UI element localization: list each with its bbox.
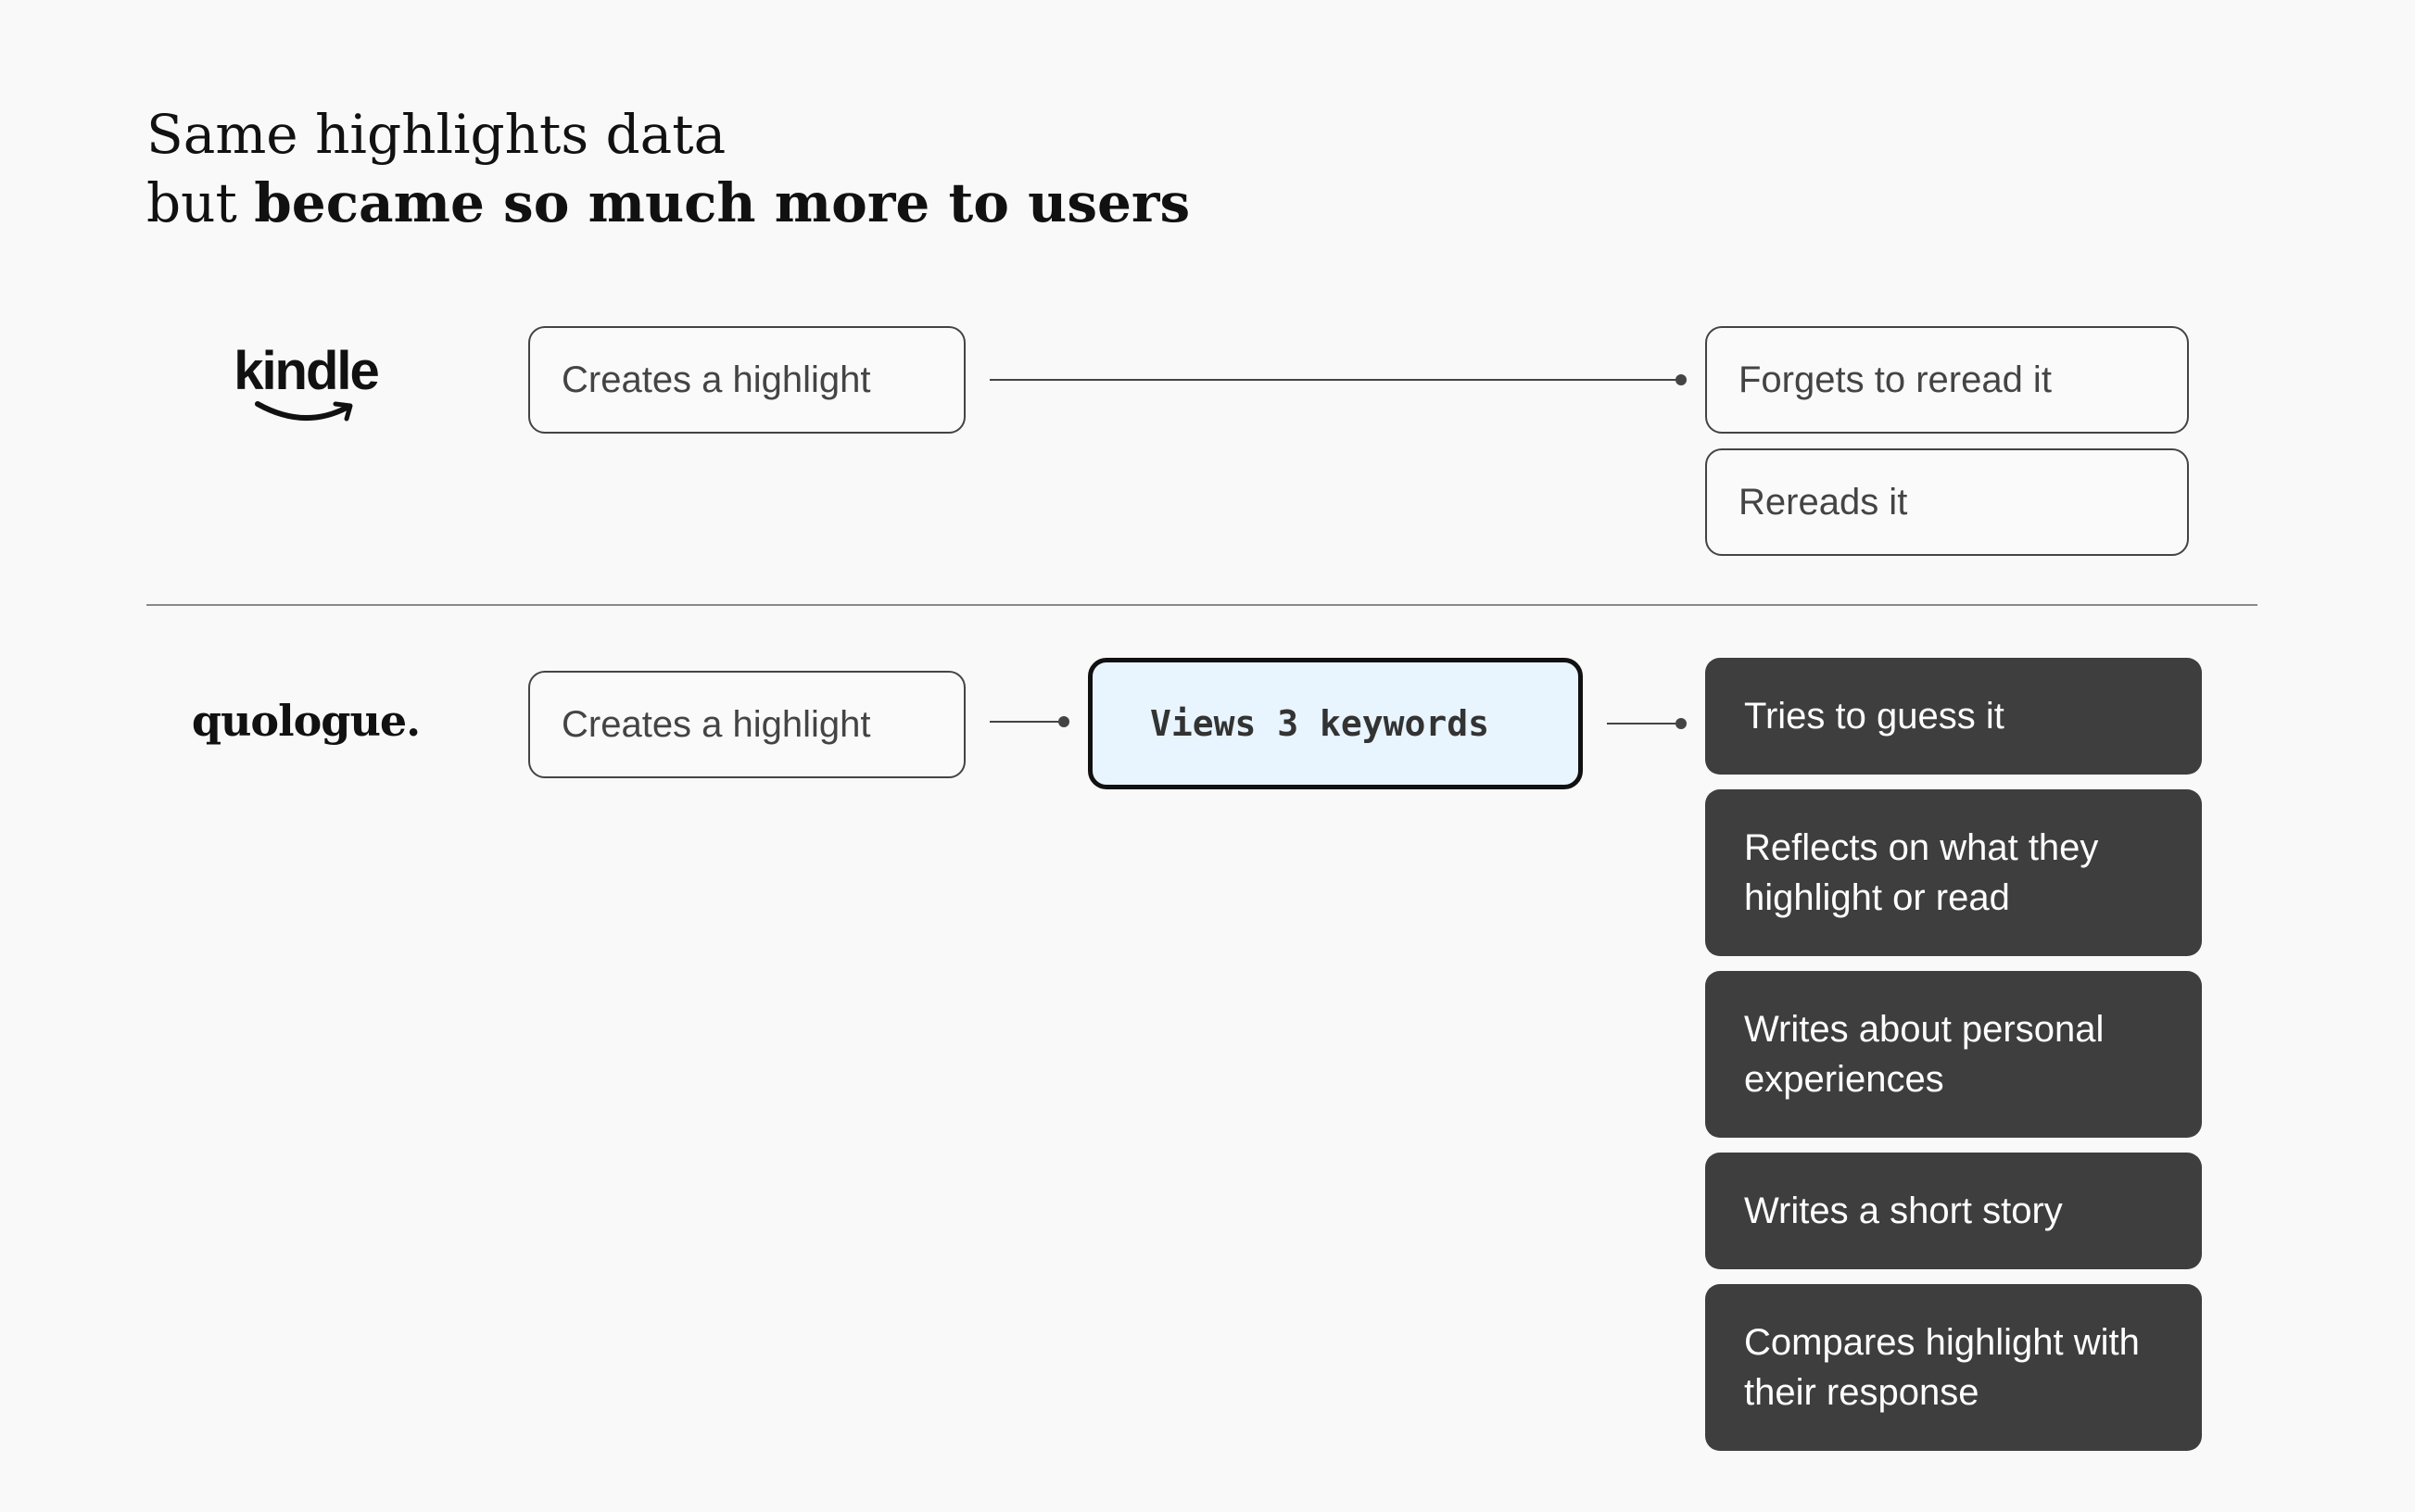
- quologue-logo-text: quologue.: [191, 696, 421, 746]
- kindle-outcome-rereads-label: Rereads it: [1739, 481, 1908, 523]
- kindle-outcome-forgets: Forgets to reread it: [1705, 326, 2189, 434]
- section-divider: [146, 604, 2257, 606]
- quologue-outcome-compares-label: Compares highlight with their response: [1744, 1322, 2140, 1413]
- quologue-outcome-compares: Compares highlight with their response: [1705, 1284, 2202, 1451]
- quologue-outcome-personal: Writes about personal experiences: [1705, 971, 2202, 1138]
- quologue-outcome-story: Writes a short story: [1705, 1153, 2202, 1269]
- quologue-logo: quologue.: [185, 693, 426, 749]
- kindle-logo-text: kindle: [234, 341, 380, 401]
- amazon-smile-icon: [255, 401, 353, 422]
- kindle-outcome-forgets-label: Forgets to reread it: [1739, 359, 2052, 400]
- quologue-outcome-reflects-label: Reflects on what they highlight or read: [1744, 827, 2099, 918]
- kindle-logo: kindle: [232, 345, 380, 426]
- kindle-create-highlight-box: Creates a highlight: [528, 326, 966, 434]
- views-keywords-box: Views 3 keywords: [1088, 658, 1583, 789]
- kindle-outcome-rereads: Rereads it: [1705, 448, 2189, 556]
- title-line-1: Same highlights data: [146, 103, 727, 166]
- quologue-connector-1: [990, 716, 1069, 727]
- kindle-connector: [990, 374, 1687, 385]
- title-line-2-bold: became so much more to users: [254, 171, 1191, 234]
- quologue-outcome-reflects: Reflects on what they highlight or read: [1705, 789, 2202, 956]
- views-keywords-label: Views 3 keywords: [1150, 703, 1490, 744]
- kindle-create-highlight-label: Creates a highlight: [562, 359, 871, 400]
- quologue-connector-2: [1607, 718, 1687, 729]
- quologue-create-highlight-label: Creates a highlight: [562, 703, 871, 745]
- quologue-outcome-personal-label: Writes about personal experiences: [1744, 1009, 2105, 1100]
- quologue-create-highlight-box: Creates a highlight: [528, 671, 966, 778]
- quologue-outcome-guess-label: Tries to guess it: [1744, 696, 2004, 737]
- page-title: Same highlights data but became so much …: [146, 100, 1190, 237]
- quologue-outcome-guess: Tries to guess it: [1705, 658, 2202, 775]
- quologue-outcome-story-label: Writes a short story: [1744, 1191, 2063, 1231]
- title-line-2-regular: but: [146, 171, 255, 234]
